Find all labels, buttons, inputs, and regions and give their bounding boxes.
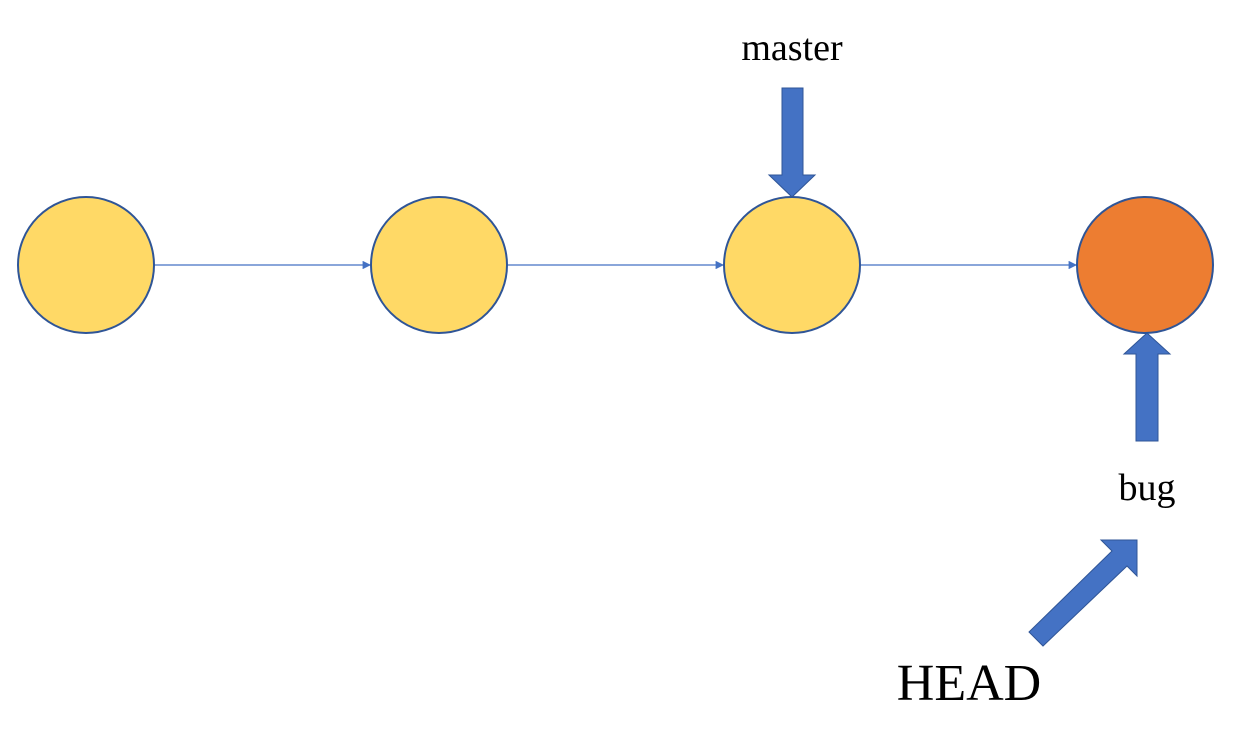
head-label: HEAD [897,655,1041,712]
arrow-down-icon [767,87,817,198]
commit-node-3 [723,196,861,334]
arrow-up-icon [1122,332,1172,442]
arrow-up-right-icon [1028,539,1138,647]
commit-node-2 [370,196,508,334]
commit-node-4-current [1076,196,1214,334]
commit-node-1 [17,196,155,334]
bug-label: bug [1119,467,1176,509]
master-label: master [741,27,843,69]
commit-nodes [17,196,1214,334]
